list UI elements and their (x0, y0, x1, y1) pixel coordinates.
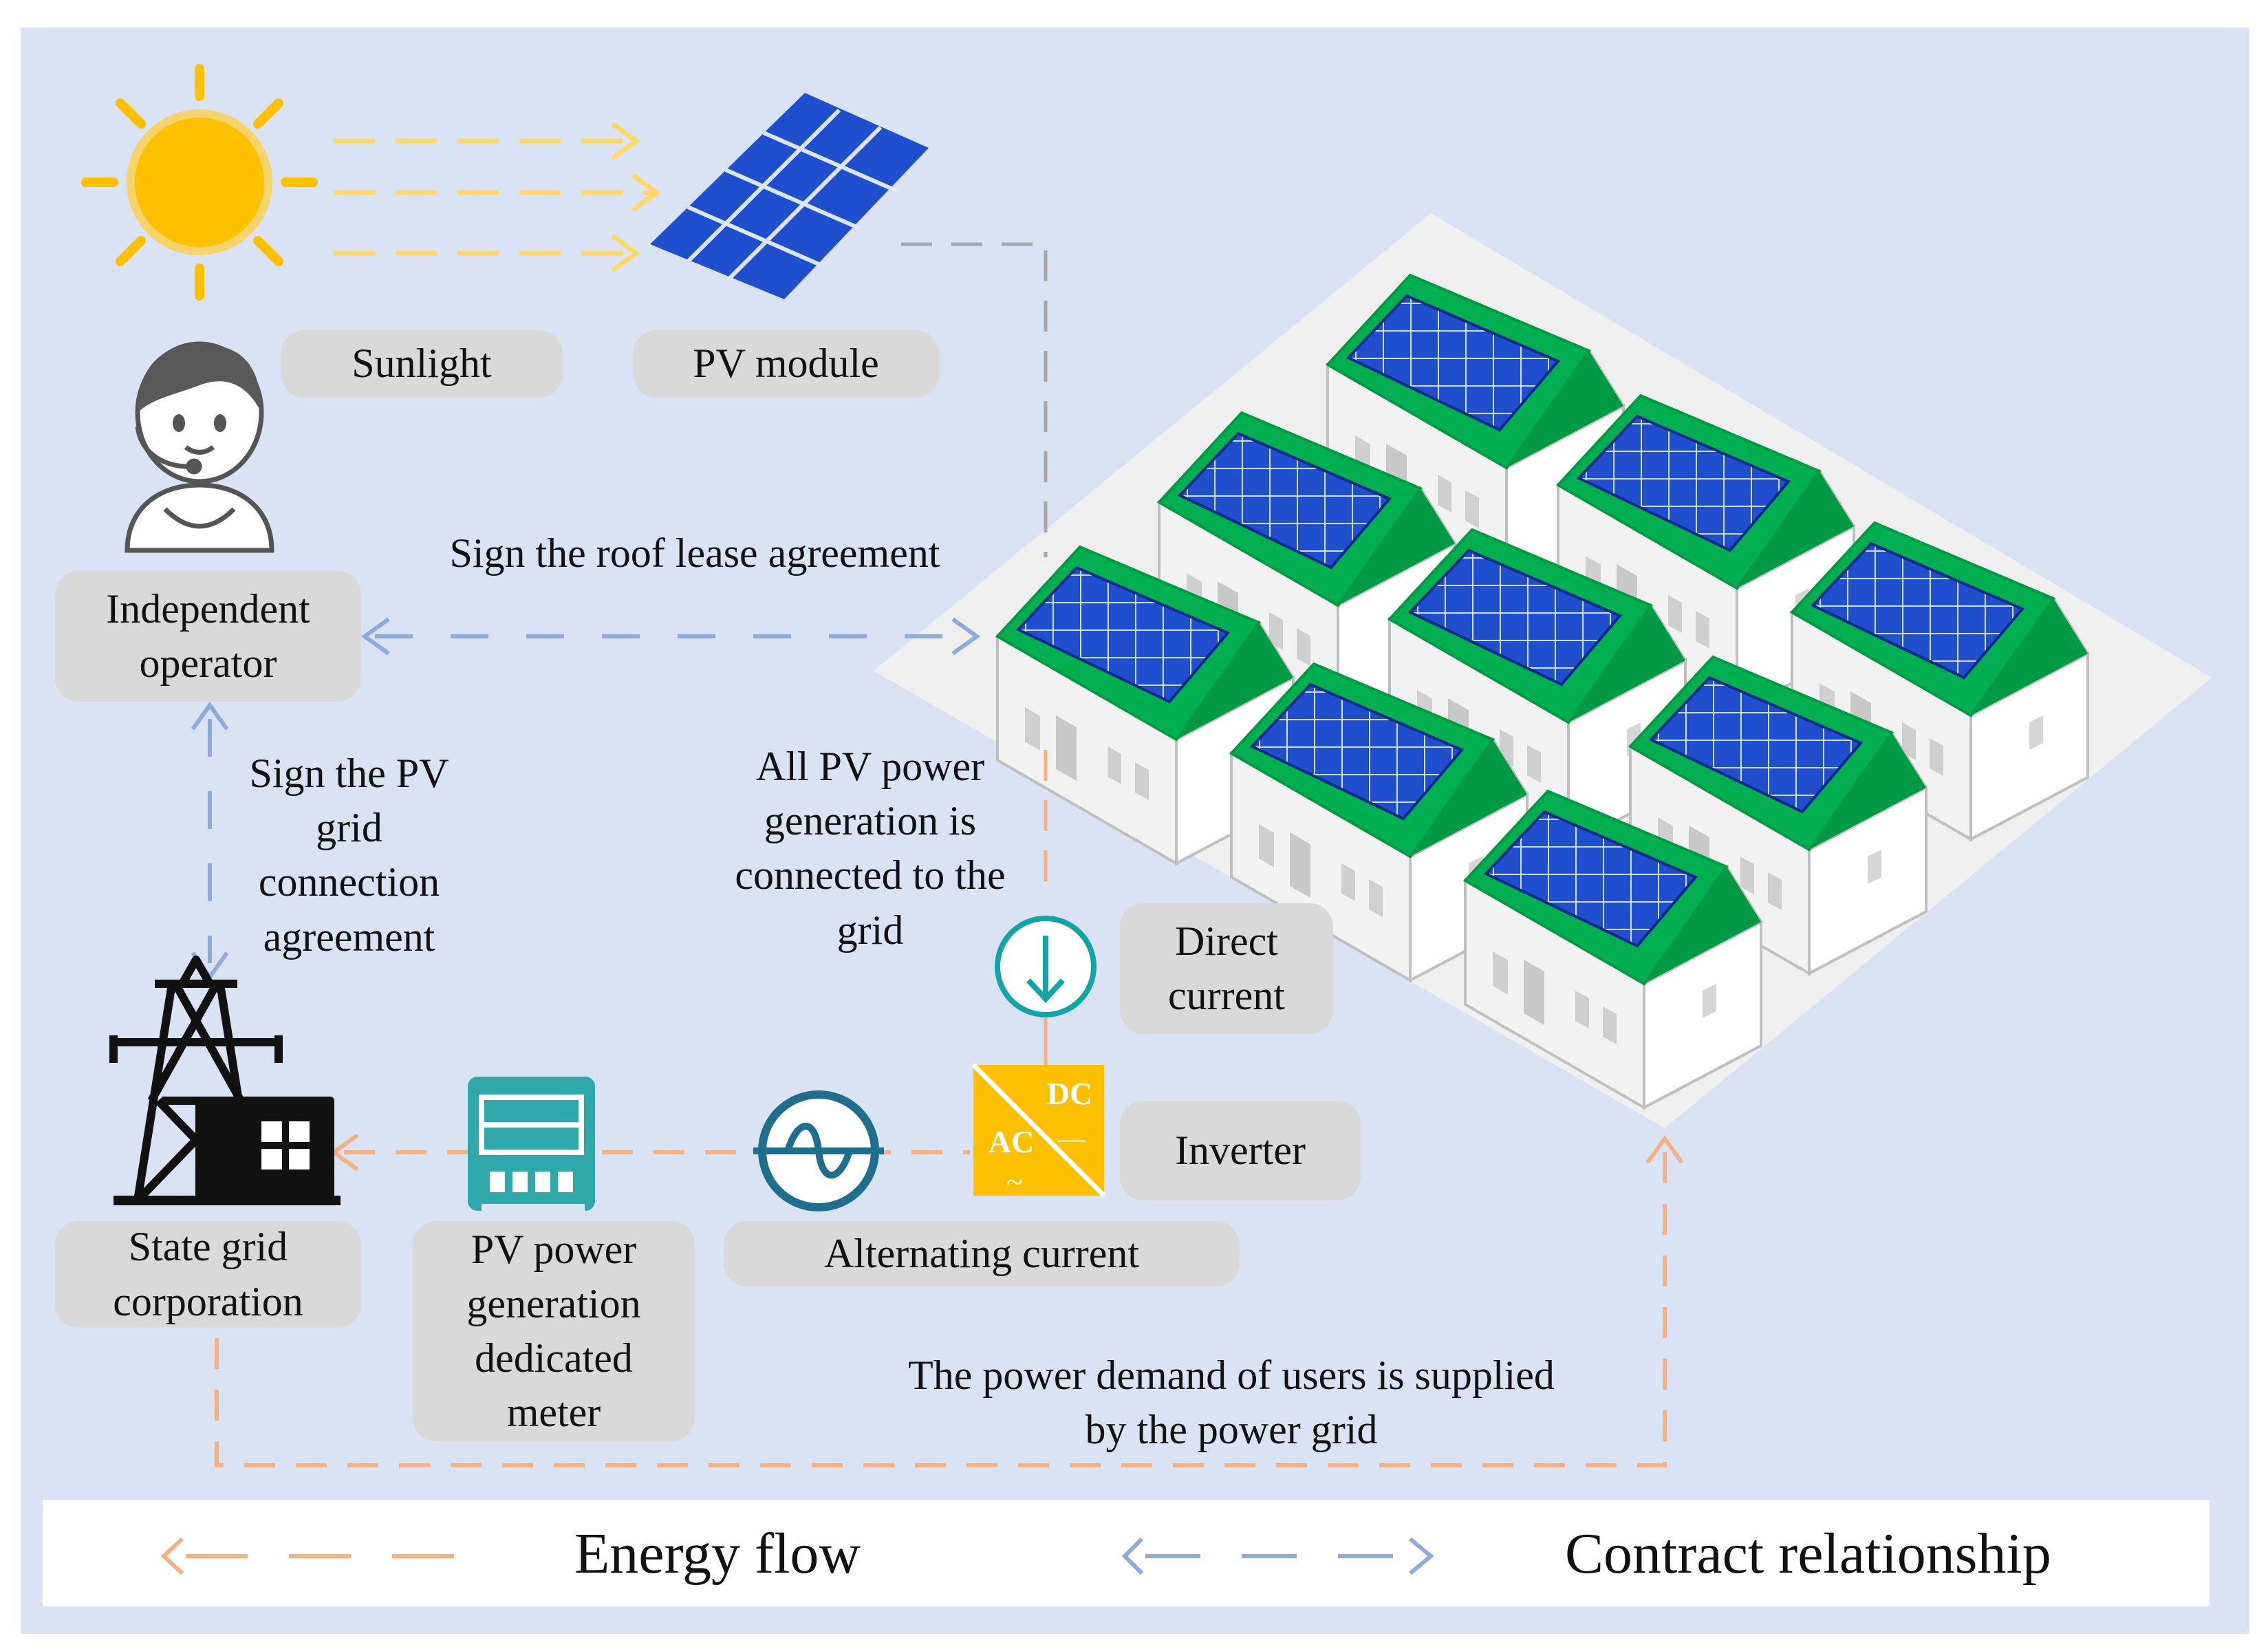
legend-energy-flow-symbol (160, 1537, 475, 1575)
pv-link-line (901, 242, 1048, 557)
pv-module-icon (650, 93, 929, 299)
meter-icon (468, 1077, 595, 1212)
independent-operator-label: Independent operator (55, 571, 361, 702)
sunlight-label: Sunlight (281, 330, 563, 398)
legend-contract-label: Contract relationship (1565, 1522, 2051, 1586)
pv-module-label: PV module (633, 330, 939, 398)
dc-icon (995, 916, 1097, 1017)
inverter-icon: DC — AC ~ (971, 1063, 1106, 1199)
transmission-tower-icon (109, 956, 341, 1205)
inverter-dc-text: DC (1047, 1076, 1092, 1111)
pv-grid-agreement-text: Sign the PV grid connection agreement (249, 751, 449, 960)
inverter-ac-text: AC (989, 1124, 1034, 1159)
legend-contract-symbol (1121, 1537, 1434, 1575)
power-demand-text: The power demand of users is supplied by… (908, 1352, 1555, 1453)
pv-meter-label: PV power generation dedicated meter (413, 1221, 695, 1441)
inverter-label: Inverter (1120, 1101, 1361, 1200)
grid-to-users-arrow (215, 1134, 1684, 1467)
direct-current-label: Direct current (1120, 903, 1333, 1034)
legend-energy-flow-label: Energy flow (574, 1522, 861, 1586)
inverter-ac-symbol: ~ (1006, 1165, 1023, 1199)
sunlight-arrows (334, 122, 662, 272)
ac-icon (753, 1090, 884, 1211)
sun-icon (81, 64, 318, 301)
operator-icon (125, 341, 274, 553)
roof-lease-text: Sign the roof lease agreement (449, 530, 940, 576)
all-pv-connected-text: All PV power generation is connected to … (735, 744, 1006, 953)
inverter-dc-symbol: — (1057, 1123, 1086, 1154)
roof-lease-arrow (360, 617, 981, 656)
state-grid-label: State grid corporation (55, 1221, 361, 1328)
alternating-current-label: Alternating current (724, 1221, 1240, 1286)
